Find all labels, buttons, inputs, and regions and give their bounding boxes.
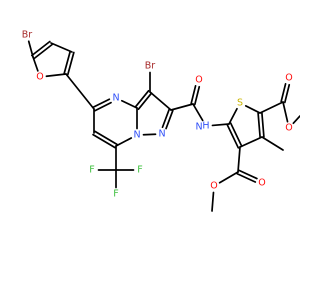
bond-19-a — [193, 85, 201, 106]
bond-28-a — [257, 112, 261, 139]
bond-36 — [237, 146, 241, 173]
bond-37-b — [237, 169, 258, 180]
bond-layer — [27, 40, 300, 212]
bond-38 — [218, 171, 239, 184]
bond-31 — [259, 101, 284, 114]
atom-o-ester2-carbonyl: O — [258, 178, 265, 189]
bond-7-a — [93, 101, 112, 112]
bond-18 — [170, 103, 194, 111]
atom-f1: F — [113, 189, 118, 200]
bond-30-a — [229, 122, 243, 148]
bond-11-b — [92, 133, 116, 149]
bond-2-b — [30, 40, 51, 57]
atom-h-amide: H — [202, 121, 209, 132]
bond-33 — [282, 101, 289, 123]
bond-27 — [244, 105, 261, 114]
bond-15 — [149, 91, 172, 111]
bond-39 — [211, 191, 215, 212]
bond-6 — [65, 73, 95, 110]
bond-4-b — [66, 51, 75, 76]
atom-f2: F — [89, 165, 94, 176]
atom-o-ester2-ether: O — [210, 181, 217, 192]
atom-n-amide: N — [195, 122, 202, 133]
bond-37-a — [236, 172, 257, 183]
bond-25 — [211, 123, 230, 127]
bond-30-b — [226, 123, 240, 149]
bond-29 — [239, 136, 263, 148]
bond-13-b — [134, 89, 150, 108]
bond-26 — [228, 107, 238, 125]
bond-16-a — [161, 108, 171, 129]
atom-label-layer: Br O Br N N N O H N F F F S O O O O — [22, 30, 293, 200]
molecule-structure-diagram: Br O Br N N N O H N F F F S O O O O — [22, 30, 300, 212]
atom-br-pyrazole: Br — [145, 61, 156, 72]
bond-32-b — [280, 82, 287, 103]
bond-19-b — [190, 84, 197, 105]
atom-o-ester1-carbonyl: O — [285, 73, 292, 84]
bond-3 — [50, 42, 73, 53]
atom-o-ester1-ether: O — [285, 123, 292, 134]
atom-f3: F — [137, 165, 142, 176]
bond-13-a — [137, 92, 153, 111]
bond-16-b — [165, 109, 174, 130]
atom-br-furan: Br — [22, 30, 33, 41]
bond-32-a — [283, 83, 291, 104]
bond-1 — [32, 56, 39, 72]
atom-n-pyrazole: N — [158, 129, 165, 140]
bond-7-b — [92, 98, 111, 109]
atom-o-amide: O — [195, 75, 202, 86]
bond-2-a — [33, 43, 54, 60]
bond-35 — [261, 136, 284, 151]
bond-4-a — [63, 50, 72, 75]
bond-10 — [115, 137, 133, 147]
bond-20 — [192, 103, 204, 122]
bond-11-a — [94, 130, 118, 146]
atom-o-furan: O — [36, 72, 43, 83]
bond-28-b — [261, 111, 265, 138]
atom-n-bridge: N — [133, 130, 140, 141]
bond-8 — [121, 99, 138, 109]
atom-s-thiophene: S — [237, 98, 243, 109]
atom-n-pyrimidine: N — [112, 93, 119, 104]
bond-5 — [45, 73, 67, 78]
bond-34 — [292, 115, 300, 125]
